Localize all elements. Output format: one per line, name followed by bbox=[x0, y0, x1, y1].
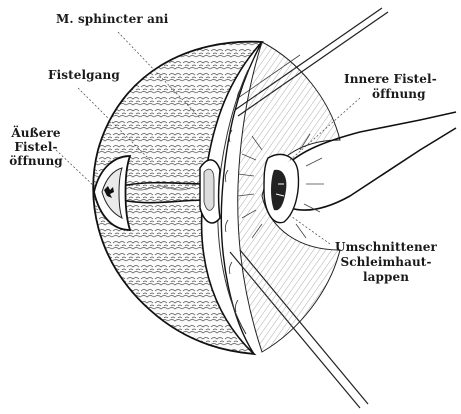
label-umschnitten-line-3: lappen bbox=[324, 270, 448, 284]
sphincter-opening bbox=[200, 160, 220, 223]
label-aeussere-line-1: Äußere bbox=[4, 126, 68, 140]
label-innere-line-1: Innere Fistel- bbox=[344, 72, 437, 86]
label-sphincter: M. sphincter ani bbox=[56, 12, 168, 26]
label-aeussere-line-3: öffnung bbox=[4, 154, 68, 168]
label-innere-line-2: öffnung bbox=[372, 87, 426, 101]
label-umschnitten-line-1: Umschnittener bbox=[324, 240, 448, 254]
mucosal-flap bbox=[264, 154, 298, 222]
label-aeussere-line-2: Fistel- bbox=[4, 140, 68, 154]
label-fistelgang: Fistelgang bbox=[48, 68, 120, 82]
label-umschnitten-line-2: Schleimhaut- bbox=[324, 255, 448, 269]
